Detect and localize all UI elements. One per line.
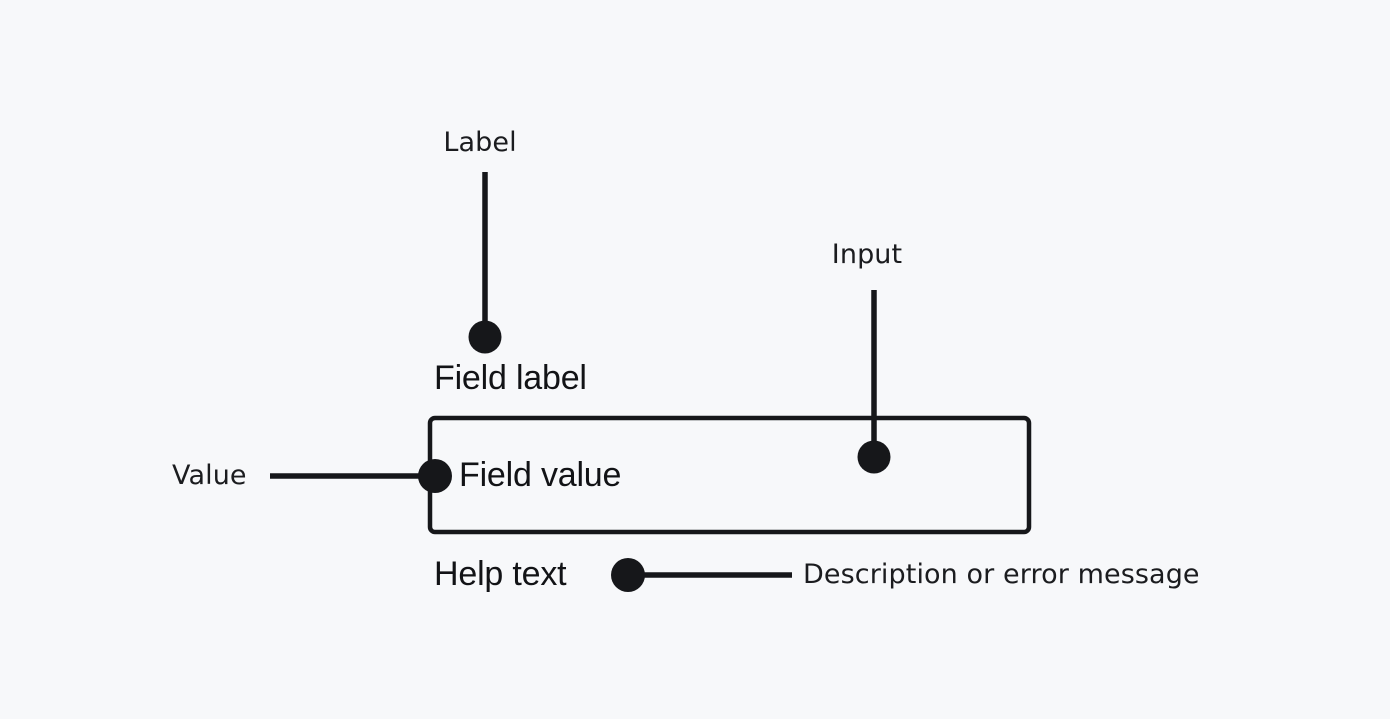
annotation-label-value: Value [172,460,247,491]
annotation-label-label: Label [443,127,517,158]
field-help-text: Help text [434,555,567,593]
field-value-text[interactable]: Field value [459,456,622,494]
input-connector-dot [857,440,891,474]
label-connector-dot [468,320,502,354]
field-label-text: Field label [434,359,587,397]
value-connector-dot [418,459,452,493]
help-text-connector-dot [611,558,645,592]
annotation-label-input: Input [831,239,903,270]
annotation-label-description: Description or error message [803,559,1200,590]
